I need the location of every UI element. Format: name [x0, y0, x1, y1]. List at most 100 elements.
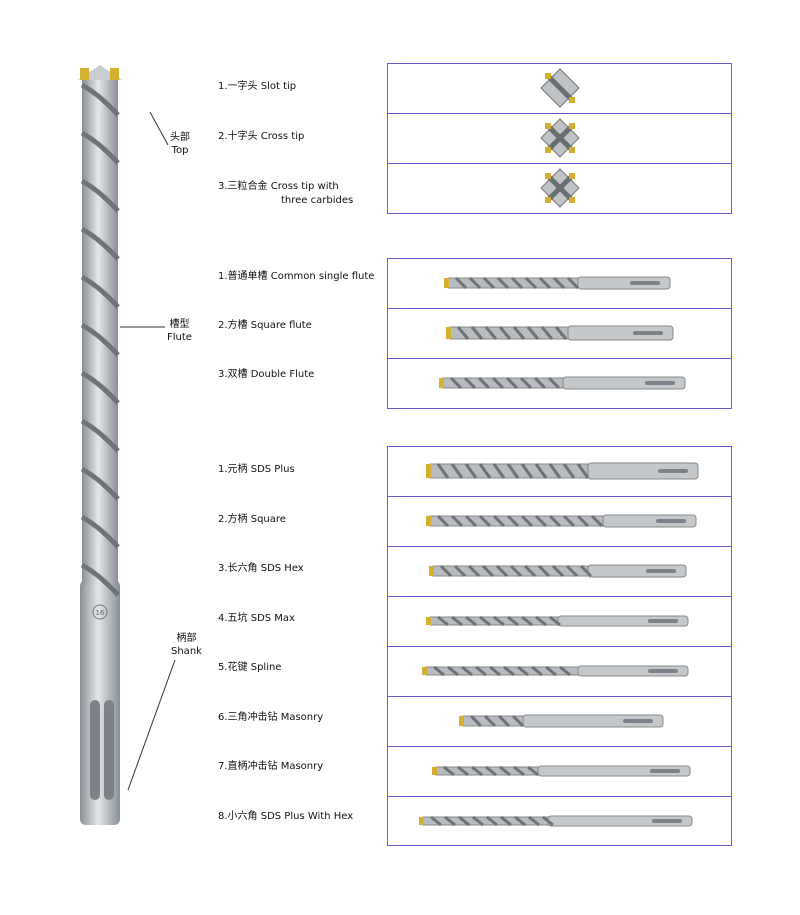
flute-spiral — [492, 463, 506, 479]
tip-image — [540, 118, 580, 158]
flute-spiral — [565, 564, 579, 578]
carbide-tip — [444, 278, 449, 288]
flute-spiral — [545, 665, 557, 677]
flute-spiral — [542, 815, 554, 827]
flute-spiral — [80, 562, 120, 597]
shank-row — [388, 647, 731, 697]
flute-spiral — [526, 326, 540, 340]
shank-row — [388, 697, 731, 747]
drill-bit-image — [432, 765, 691, 777]
flute-spiral — [80, 418, 120, 453]
flute-spiral — [576, 463, 590, 479]
flute-spiral — [538, 276, 552, 290]
carbide-tip — [446, 327, 451, 339]
shank-types-panel — [387, 446, 732, 846]
flute-spiral — [524, 276, 538, 290]
shank-type-label: 3.长六角 SDS Hex — [218, 562, 304, 576]
shank-type-label: 1.元柄 SDS Plus — [218, 463, 295, 477]
flute-spiral — [509, 564, 523, 578]
drill-bit-image — [439, 376, 686, 390]
flute-spiral — [479, 615, 491, 627]
shank-row — [388, 547, 731, 597]
drill-bit-image — [444, 276, 671, 290]
shank-row — [388, 597, 731, 647]
flute-spiral — [80, 370, 120, 405]
flute-spiral — [469, 714, 483, 728]
flute-spiral — [535, 615, 547, 627]
flute-spiral — [458, 815, 470, 827]
flute-spiral — [461, 665, 473, 677]
drill-bit-image — [426, 615, 689, 627]
label-text-line2: three carbides — [281, 195, 354, 206]
shank-row — [388, 497, 731, 547]
tip-row — [388, 114, 731, 164]
flute-spiral — [514, 815, 526, 827]
flute-spiral — [464, 463, 478, 479]
tip-types-panel — [387, 63, 732, 214]
svg-text:16: 16 — [96, 609, 105, 617]
flute-spiral — [513, 765, 525, 777]
flute-spiral — [507, 615, 519, 627]
flute-types-panel — [387, 258, 732, 409]
shank-type-label: 4.五坑 SDS Max — [218, 612, 295, 626]
flute-spiral — [528, 815, 540, 827]
carbide-icon — [545, 173, 551, 179]
flute-spiral — [590, 514, 604, 528]
shank-row — [388, 747, 731, 797]
shank-type-label: 2.方柄 Square — [218, 513, 286, 527]
flute-spiral — [467, 564, 481, 578]
carbide-tip — [429, 566, 434, 576]
drill-bit-image — [446, 325, 674, 341]
size-marking — [92, 604, 108, 620]
flute-spiral — [576, 514, 590, 528]
flute-spiral — [80, 82, 120, 117]
drill-bit-image — [419, 815, 693, 827]
carbide-tip — [426, 516, 431, 526]
flute-row — [388, 259, 731, 309]
flute-spiral — [468, 276, 482, 290]
carbide-icon — [569, 97, 575, 103]
flute-spiral — [548, 463, 562, 479]
flute-spiral — [430, 815, 442, 827]
flute-spiral — [562, 463, 576, 479]
flute-spiral — [456, 326, 470, 340]
flute-spiral — [433, 665, 445, 677]
shank-row — [388, 447, 731, 497]
flute-spiral — [465, 615, 477, 627]
flute-spiral — [499, 765, 511, 777]
flute-spiral — [80, 514, 120, 549]
flute-spiral — [534, 463, 548, 479]
flute-spiral — [449, 376, 463, 390]
carbide-tip — [419, 817, 424, 825]
drill-bit-image — [426, 462, 699, 480]
label-text: 2.方槽 Square flute — [218, 320, 312, 331]
flute-spiral — [457, 765, 469, 777]
flute-spiral — [492, 514, 506, 528]
tip-type-label: 2.十字头 Cross tip — [218, 130, 304, 144]
label-text: 1.普通单槽 Common single flute — [218, 271, 375, 282]
flute-spiral — [489, 665, 501, 677]
flute-row — [388, 359, 731, 409]
tip-type-label: 1.一字头 Slot tip — [218, 80, 296, 94]
flute-spiral — [484, 326, 498, 340]
label-text: 8.小六角 SDS Plus With Hex — [218, 810, 354, 822]
shank-type-label: 7.直柄冲击钻 Masonry — [218, 760, 323, 774]
label-text: 4.五坑 SDS Max — [218, 612, 295, 624]
carbide-tip — [422, 667, 427, 675]
flute-spiral — [482, 276, 496, 290]
drill-bit-image — [459, 714, 664, 728]
main-drill-bit-image: 16 — [78, 65, 122, 825]
flute-spiral — [493, 615, 505, 627]
flute-spiral — [478, 463, 492, 479]
flute-spiral — [80, 130, 120, 165]
flute-spiral — [496, 276, 510, 290]
flute-spiral — [505, 376, 519, 390]
label-text: 5.花键 Spline — [218, 662, 282, 673]
flute-spiral — [579, 564, 593, 578]
flute-spiral — [519, 376, 533, 390]
flute-spiral — [436, 514, 450, 528]
flute-spiral — [510, 276, 524, 290]
